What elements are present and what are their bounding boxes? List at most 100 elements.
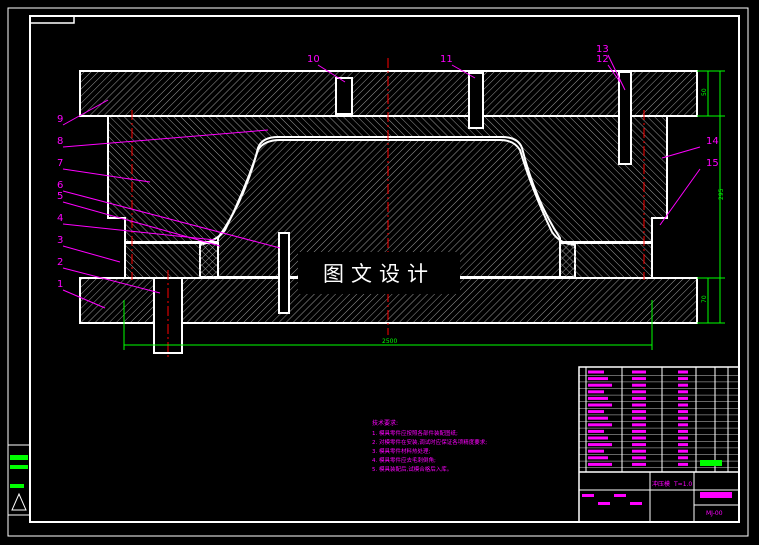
dim-bottom-plate: 70 (701, 295, 708, 303)
parts-row-cell (632, 370, 646, 374)
part-label-8: 8 (57, 136, 63, 147)
note-line: 4. 模具零件应去毛刺倒角; (372, 456, 436, 464)
leader-line-3 (62, 245, 121, 263)
parts-row-cell (678, 403, 688, 407)
parts-row-cell (678, 377, 688, 381)
parts-row-cell (588, 449, 604, 453)
screw-part-10 (335, 77, 353, 115)
leader-line-13 (607, 54, 626, 91)
parts-row-cell (588, 423, 612, 427)
parts-row-cell (678, 456, 688, 460)
left-blank-holder (124, 242, 219, 279)
corner-tab (30, 15, 75, 24)
part-label-11: 11 (440, 54, 453, 65)
note-line: 3. 模具零件材料热处理; (372, 447, 430, 455)
parts-list-rows (579, 370, 739, 505)
parts-row-cell (632, 436, 646, 440)
leader-line-15 (659, 168, 701, 226)
part-label-1: 1 (57, 279, 63, 290)
signature-cell (630, 502, 642, 505)
part-label-4: 4 (57, 213, 63, 224)
leader-line-12 (607, 64, 621, 83)
parts-row-cell (632, 383, 646, 387)
leader-line-6 (62, 190, 281, 249)
parts-row-cell (588, 410, 604, 414)
parts-row-cell (588, 370, 604, 374)
dimension-lines (123, 70, 725, 350)
parts-row-cell (678, 443, 688, 447)
bolt-part-12 (618, 71, 632, 165)
parts-row-cell (632, 456, 646, 460)
leader-line-11 (451, 64, 476, 79)
signature-cell (614, 494, 626, 497)
signature-cell (598, 502, 610, 505)
drawing-number: MJ-00 (706, 510, 723, 517)
parts-row-cell (632, 443, 646, 447)
right-blank-holder (559, 242, 653, 279)
technical-notes: 1. 模具零件应按照各部件装配图纸;2. 对模零件在安装,调试时应保证各项精度要… (372, 429, 487, 473)
parts-row-cell (632, 403, 646, 407)
parts-row-cell (588, 416, 608, 420)
notes-title: 技术要求: (372, 419, 398, 427)
parts-row-cell (588, 436, 608, 440)
parts-row-cell (632, 429, 646, 433)
parts-row-cell (678, 449, 688, 453)
dim-top-plate: 50 (701, 88, 708, 96)
part-label-5: 5 (57, 191, 63, 202)
parts-row-cell (632, 416, 646, 420)
title-block-label: 冲压模 (652, 480, 670, 488)
dim-width: 2500 (382, 338, 397, 345)
parts-row-cell (632, 396, 646, 400)
leader-line-7 (62, 168, 151, 183)
parts-row-cell (678, 396, 688, 400)
margin-block (7, 444, 31, 516)
part-label-15: 15 (706, 158, 719, 169)
parts-row-cell (588, 462, 612, 466)
parts-row-cell (632, 423, 646, 427)
parts-row-cell (588, 429, 604, 433)
parts-row-cell (678, 462, 688, 466)
parts-row-cell (632, 390, 646, 394)
dim-total-height: 295 (718, 188, 725, 200)
leader-line-10 (317, 64, 346, 83)
parts-row-cell (678, 370, 688, 374)
parts-row-cell (678, 383, 688, 387)
part-label-14: 14 (706, 136, 719, 147)
outer-border (7, 7, 749, 537)
title-name-block (700, 492, 732, 498)
thickness-text: T=1.0 (673, 481, 692, 488)
signature-cell (582, 494, 594, 497)
note-line: 1. 模具零件应按照各部件装配图纸; (372, 429, 458, 437)
leader-line-5 (62, 201, 221, 247)
leader-line-8 (62, 129, 269, 148)
part-label-10: 10 (307, 54, 320, 65)
part-label-9: 9 (57, 114, 63, 125)
parts-row-cell (678, 423, 688, 427)
parts-row-cell (678, 429, 688, 433)
parts-row-cell (632, 462, 646, 466)
parts-row-cell (678, 436, 688, 440)
part-label-2: 2 (57, 257, 63, 268)
note-line: 2. 对模零件在安装,调试时应保证各项精度要求; (372, 438, 487, 446)
parts-row-cell (588, 443, 612, 447)
part-label-12: 12 (596, 54, 609, 65)
parts-row-cell (588, 456, 608, 460)
parts-row-cell (678, 390, 688, 394)
note-line: 5. 模具装配后,试模合格后入库。 (372, 465, 452, 473)
parts-row-cell (588, 396, 608, 400)
part-label-6: 6 (57, 180, 63, 191)
parts-row-cell (588, 383, 612, 387)
inner-border (29, 15, 740, 523)
leader-line-14 (661, 146, 701, 159)
part-label-13: 13 (596, 44, 609, 55)
part-label-7: 7 (57, 158, 63, 169)
guide-pin (278, 232, 290, 314)
part-label-3: 3 (57, 235, 63, 246)
leader-line-9 (62, 99, 109, 126)
parts-row-cell (678, 410, 688, 414)
parts-row-cell (678, 416, 688, 420)
leader-line-2 (62, 267, 161, 294)
title-block-green-cell (700, 460, 722, 466)
